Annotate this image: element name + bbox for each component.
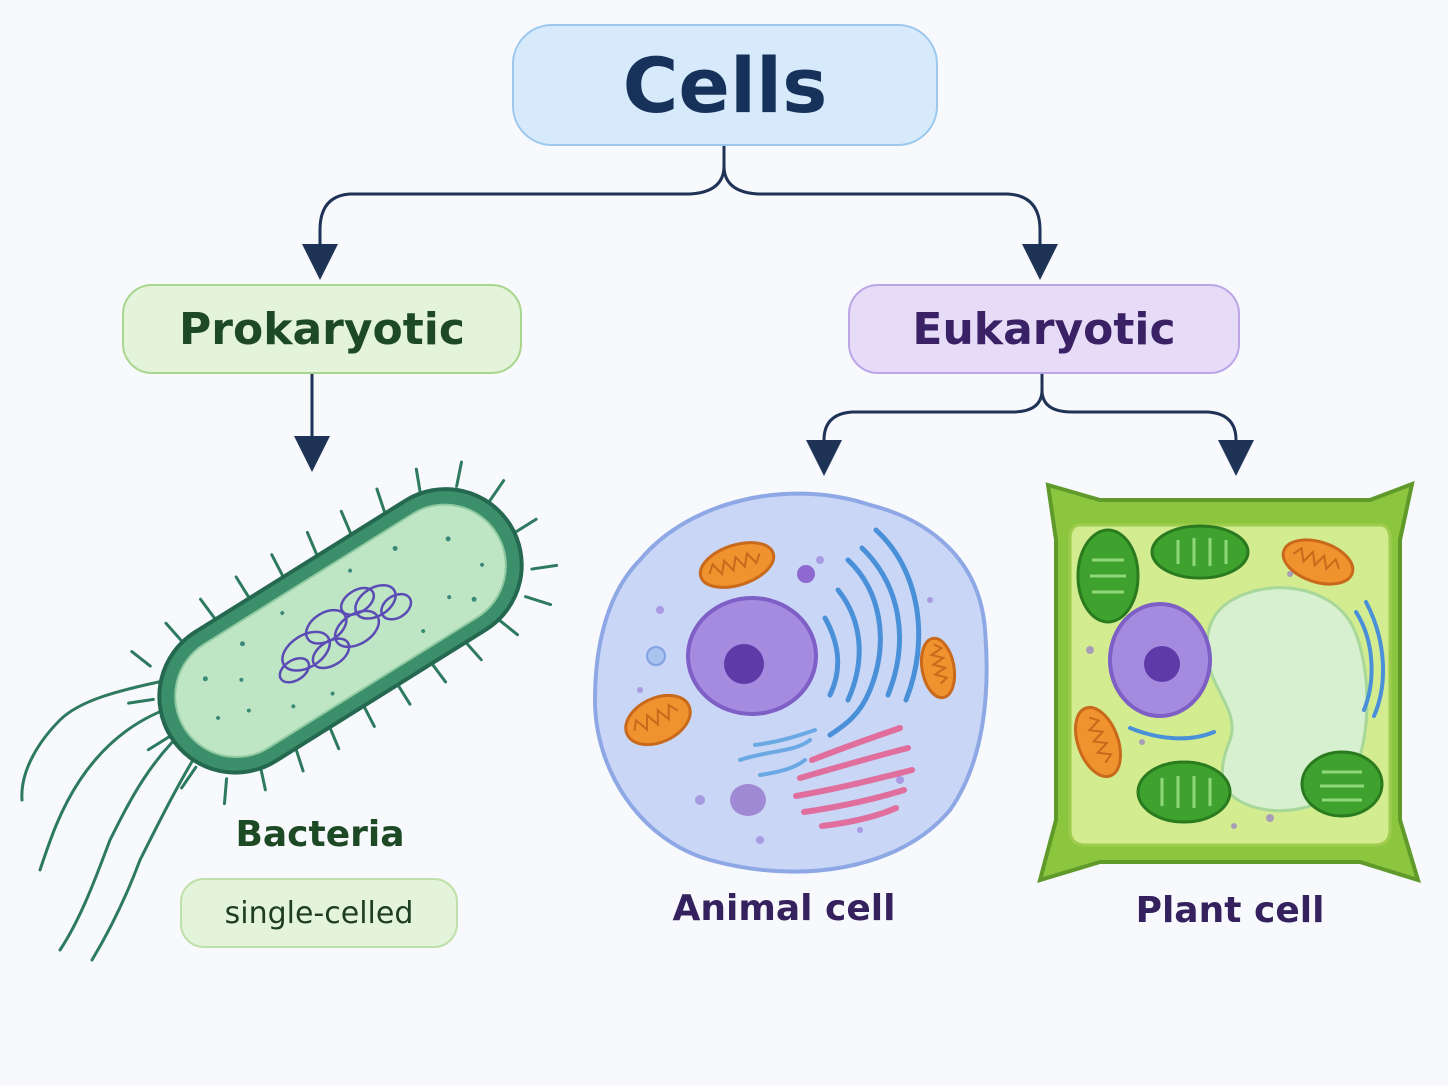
animal-cell-label: Animal cell bbox=[672, 888, 896, 929]
vesicle bbox=[646, 646, 666, 666]
mitochondrion bbox=[1281, 538, 1355, 586]
single-celled-tag: single-celled bbox=[180, 878, 458, 948]
vesicle bbox=[730, 784, 766, 816]
er-tubules bbox=[738, 728, 817, 777]
mitochondrion bbox=[698, 541, 776, 589]
plant-er bbox=[1128, 600, 1386, 741]
bacteria-cytoplasm bbox=[174, 503, 507, 759]
chloroplast bbox=[1076, 528, 1140, 624]
connector-root-eukaryotic bbox=[722, 165, 1058, 280]
chloroplast bbox=[1150, 524, 1250, 580]
plant-cell-label: Plant cell bbox=[1135, 890, 1325, 931]
golgi-apparatus bbox=[793, 725, 915, 829]
vesicle bbox=[797, 565, 815, 583]
flagellum bbox=[38, 703, 180, 872]
flagellum bbox=[20, 678, 170, 802]
root-node-cells: Cells bbox=[512, 24, 938, 146]
flagellum bbox=[58, 723, 192, 952]
bacteria-label: Bacteria bbox=[235, 814, 405, 855]
animal-nucleolus bbox=[724, 644, 764, 684]
node-eukaryotic: Eukaryotic bbox=[848, 284, 1240, 374]
connector-eukaryotic-animal bbox=[806, 374, 1044, 476]
dna-nucleoid bbox=[278, 584, 413, 684]
endoplasmic-reticulum bbox=[822, 527, 922, 738]
connector-root-prokaryotic bbox=[302, 146, 726, 280]
plant-nucleolus bbox=[1144, 646, 1180, 682]
mitochondrion bbox=[624, 693, 692, 747]
connector-eukaryotic-plant bbox=[1040, 389, 1254, 476]
chloroplast bbox=[1300, 750, 1384, 818]
mitochondrion bbox=[919, 636, 957, 700]
mitochondrion bbox=[1074, 705, 1122, 779]
flagellum bbox=[90, 738, 207, 962]
node-prokaryotic: Prokaryotic bbox=[122, 284, 522, 374]
chloroplast bbox=[1136, 760, 1232, 824]
